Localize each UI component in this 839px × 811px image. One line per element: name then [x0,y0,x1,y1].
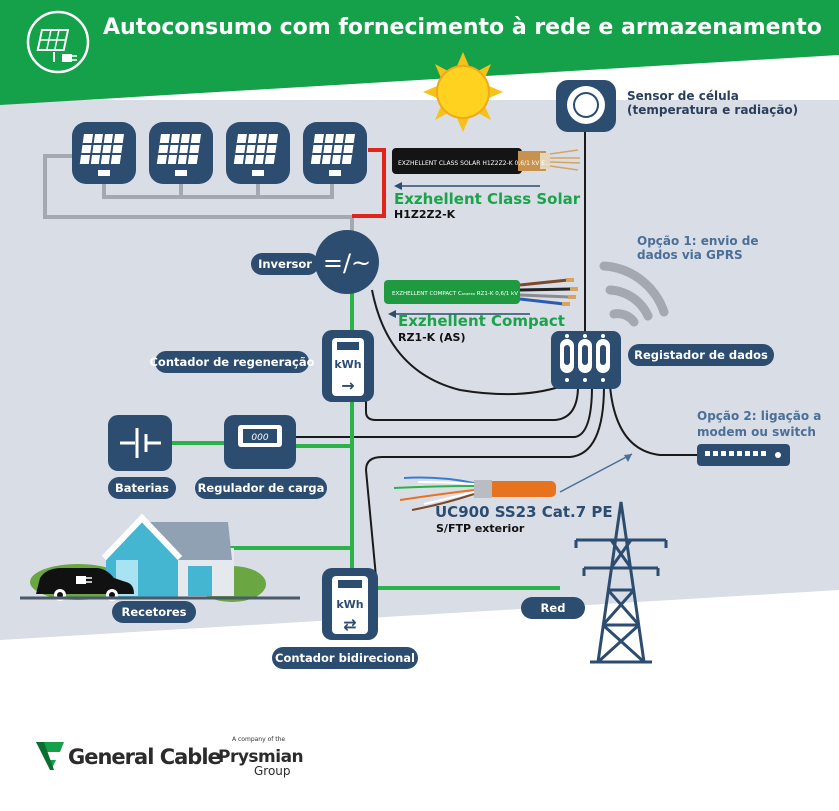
cat7-cable-name: UC900 SS23 Cat.7 PE [435,503,613,521]
sensor-sublabel: (temperatura e radiação) [627,103,798,117]
bidirectional-meter-label: Contador bidirecional [275,651,415,665]
general-cable-wordmark: General Cable [68,745,222,769]
regeneration-meter-label: Contador de regeneração [149,355,314,369]
cat7-cable [393,476,556,511]
compact-cable-name: Exzhellent Compact [398,312,565,330]
prysmian-group: Group [254,764,291,778]
solar-panel-icon [149,122,213,184]
inverter-label: Inversor [258,257,312,271]
solar-plug-icon [26,10,90,74]
data-logger-label: Registador de dados [634,348,768,362]
option2-line2: modem ou switch [697,425,816,439]
prysmian-logo: A company of the Prysmian Group [218,736,304,778]
wireless-signal-icon [599,261,669,327]
sensor-label: Sensor de célula [627,89,739,103]
charge-regulator-display: 000 [251,433,268,443]
class-solar-cable-name: Exzhellent Class Solar [394,190,581,208]
prysmian-tagline: A company of the [232,736,285,743]
page-title: Autoconsumo com fornecimento à rede e ar… [103,15,822,40]
battery-icon [108,415,172,471]
compact-cable-code: RZ1-K (AS) [398,331,466,344]
sun-icon [423,52,503,132]
house-with-ev-icon [20,513,300,602]
inverter: =/~ [315,230,379,294]
option1-line1: Opção 1: envio de [637,234,759,248]
cat7-cable-code: S/FTP exterior [436,522,525,535]
solar-panel-icon [303,122,367,184]
option2-line1: Opção 2: ligação a [697,409,821,423]
regeneration-meter: kWh → [322,330,374,402]
bidirectional-meter-unit: kWh [336,598,363,611]
solar-panel-icon [226,122,290,184]
network-switch-icon [697,444,790,466]
compact-cable-print: EXZHELLENT COMPACT Cₐₙₐₑₑₐ RZ1-K 0,6/1 k… [392,291,518,297]
charge-regulator: 000 [224,415,296,469]
batteries-label: Baterias [115,481,169,495]
option1-line2: dados via GPRS [637,248,743,262]
receivers-label: Recetores [122,605,187,619]
regeneration-meter-arrow: → [341,376,354,395]
header-band [0,0,839,105]
prysmian-wordmark: Prysmian [218,747,303,767]
general-cable-logo: General Cable [36,742,223,770]
power-tower-icon [574,501,668,664]
class-solar-cable-print: EXZHELLENT CLASS SOLAR H1Z2Z2-K 0,6/1 kV… [398,160,551,167]
cell-sensor [556,80,616,132]
compact-cable: EXZHELLENT COMPACT Cₐₙₐₑₑₐ RZ1-K 0,6/1 k… [384,278,578,306]
solar-panel-icon [72,122,136,184]
data-logger [551,331,621,389]
regeneration-meter-unit: kWh [334,358,361,371]
bidirectional-meter-arrow: ⇄ [343,615,356,634]
inverter-symbol: =/~ [323,249,371,277]
charge-regulator-label: Regulador de carga [198,481,325,495]
bidirectional-meter: kWh ⇄ [322,568,378,640]
class-solar-cable: EXZHELLENT CLASS SOLAR H1Z2Z2-K 0,6/1 kV… [392,148,581,174]
class-solar-cable-code: H1Z2Z2-K [394,208,456,221]
diagram-background [0,100,839,640]
grid-label: Red [541,601,566,615]
solar-panel-array [72,122,367,184]
